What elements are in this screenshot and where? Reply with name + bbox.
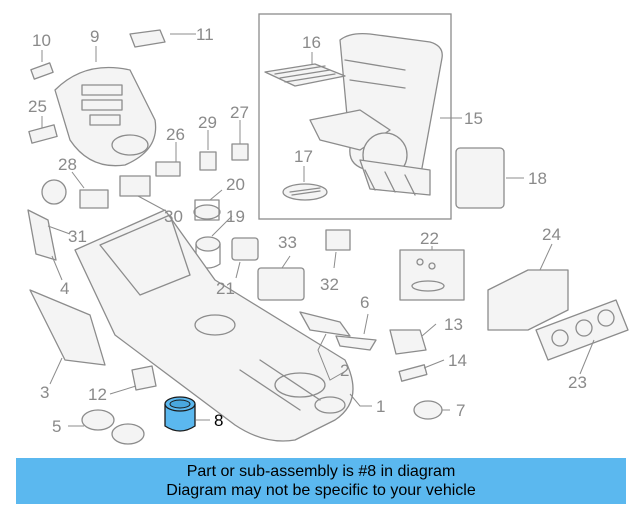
bracket-13 — [389, 329, 427, 355]
part-26-switch — [155, 161, 181, 177]
armrest-pad-16 — [264, 63, 346, 87]
part-11-plate — [129, 29, 166, 48]
callout-5: 5 — [52, 417, 61, 436]
callout-27: 27 — [230, 103, 249, 122]
callout-4: 4 — [60, 279, 69, 298]
callout-3: 3 — [40, 383, 49, 402]
switch-32 — [325, 229, 351, 251]
clip-12 — [131, 365, 157, 391]
armrest-part — [309, 32, 443, 196]
part-28-switch — [79, 189, 109, 209]
callout-15: 15 — [464, 109, 483, 128]
callout-20: 20 — [226, 175, 245, 194]
callout-10: 10 — [32, 31, 51, 50]
tray-6 — [299, 311, 351, 337]
part-10-switch — [30, 62, 54, 80]
callout-16: 16 — [302, 33, 321, 52]
callout-22: 22 — [420, 229, 439, 248]
callout-33: 33 — [278, 233, 297, 252]
callout-labels: 10 9 11 16 15 17 18 25 26 29 27 28 20 30… — [28, 25, 587, 436]
callout-14: 14 — [448, 351, 467, 370]
part-25-switch — [28, 124, 58, 144]
callout-32: 32 — [320, 275, 339, 294]
mats-5 — [81, 409, 145, 445]
cover-18 — [455, 147, 505, 209]
banner-line-2: Diagram may not be specific to your vehi… — [166, 482, 476, 499]
climate-control-23 — [535, 299, 629, 361]
center-console-1 — [74, 209, 354, 442]
callout-2: 2 — [340, 361, 349, 380]
part-29-switch — [199, 151, 217, 171]
armrest-group-box — [258, 13, 452, 220]
callout-9: 9 — [90, 27, 99, 46]
parts-diagram: 10 9 11 16 15 17 18 25 26 29 27 28 20 30… — [27, 13, 629, 445]
bracket-31 — [27, 209, 57, 261]
part-27-switch — [231, 143, 249, 161]
leader-lines — [41, 33, 595, 427]
callout-19: 19 — [226, 207, 245, 226]
switch-21 — [231, 237, 259, 261]
callout-29: 29 — [198, 113, 217, 132]
callout-6: 6 — [360, 293, 369, 312]
grille-17 — [282, 183, 328, 201]
callout-1: 1 — [376, 397, 385, 416]
callout-26: 26 — [166, 125, 185, 144]
banner-line-1: Part or sub-assembly is #8 in diagram — [186, 463, 456, 480]
callout-8: 8 — [214, 411, 223, 430]
socket-19 — [195, 236, 221, 269]
tab-14 — [398, 364, 428, 382]
callout-23: 23 — [568, 373, 587, 392]
callout-13: 13 — [444, 315, 463, 334]
callout-21: 21 — [216, 279, 235, 298]
callout-28: 28 — [58, 155, 77, 174]
callout-18: 18 — [528, 169, 547, 188]
socket-20 — [193, 199, 221, 221]
info-banner: Part or sub-assembly is #8 in diagram Di… — [16, 458, 626, 504]
callout-17: 17 — [294, 147, 313, 166]
callout-12: 12 — [88, 385, 107, 404]
kit-22 — [399, 249, 465, 301]
trim-33 — [257, 267, 305, 301]
callout-30: 30 — [164, 207, 183, 226]
callout-11: 11 — [196, 25, 214, 44]
cup-holder-8 — [164, 396, 196, 432]
mat-6 — [335, 335, 377, 351]
part-outlet — [41, 179, 67, 205]
callout-24: 24 — [542, 225, 561, 244]
part-30-switch — [119, 175, 151, 197]
bracket-24 — [487, 269, 569, 331]
panel-3 — [29, 289, 106, 366]
ring-7 — [413, 400, 443, 420]
callout-7: 7 — [456, 401, 465, 420]
callout-25: 25 — [28, 97, 47, 116]
callout-31: 31 — [68, 227, 87, 246]
bezel-9 — [54, 66, 157, 167]
